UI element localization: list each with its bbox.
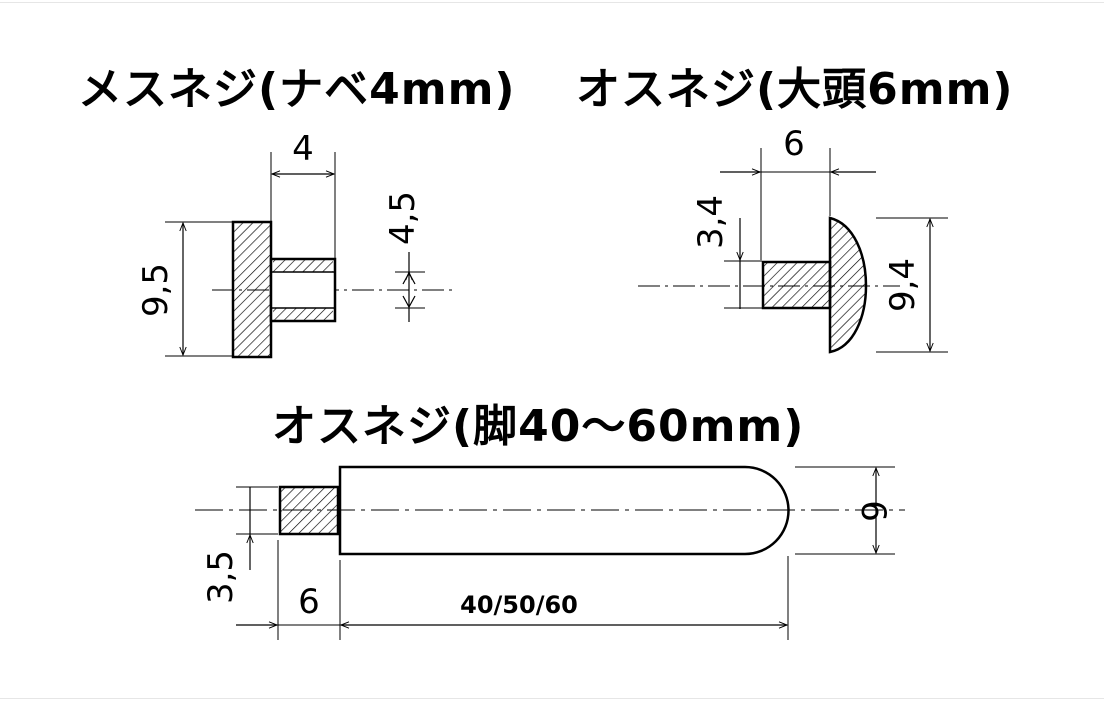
bottom-border (0, 698, 1104, 699)
top-border (0, 2, 1104, 3)
male-head-dome (828, 216, 868, 354)
male-leg-thread-label: 3,5 (201, 550, 241, 604)
female-head (231, 220, 273, 359)
male-head-width-label: 6 (783, 124, 805, 164)
male-head-height-label: 9,4 (883, 258, 923, 312)
male-leg-stub-label: 6 (298, 582, 320, 622)
male-head-thread (761, 260, 832, 310)
female-width-label: 4 (292, 129, 314, 169)
female-bore-label: 4,5 (383, 191, 423, 245)
female-wall-top (273, 260, 333, 272)
title-female-screw: メスネジ(ナベ4mm) (78, 64, 516, 115)
title-male-screw-leg: オスネジ(脚40～60mm) (272, 401, 805, 452)
male-head-thread-label: 3,4 (691, 195, 731, 249)
male-leg-diameter-label: 6 (853, 500, 893, 522)
male-leg-length-label: 40/50/60 (460, 591, 578, 619)
female-screw-drawing (165, 152, 455, 359)
female-wall-bottom (273, 308, 333, 320)
female-height-label: 9,5 (136, 263, 176, 317)
male-head-screw-drawing (638, 148, 948, 354)
title-male-screw-head: オスネジ(大頭6mm) (576, 64, 1014, 115)
male-leg-screw-drawing (195, 465, 905, 640)
